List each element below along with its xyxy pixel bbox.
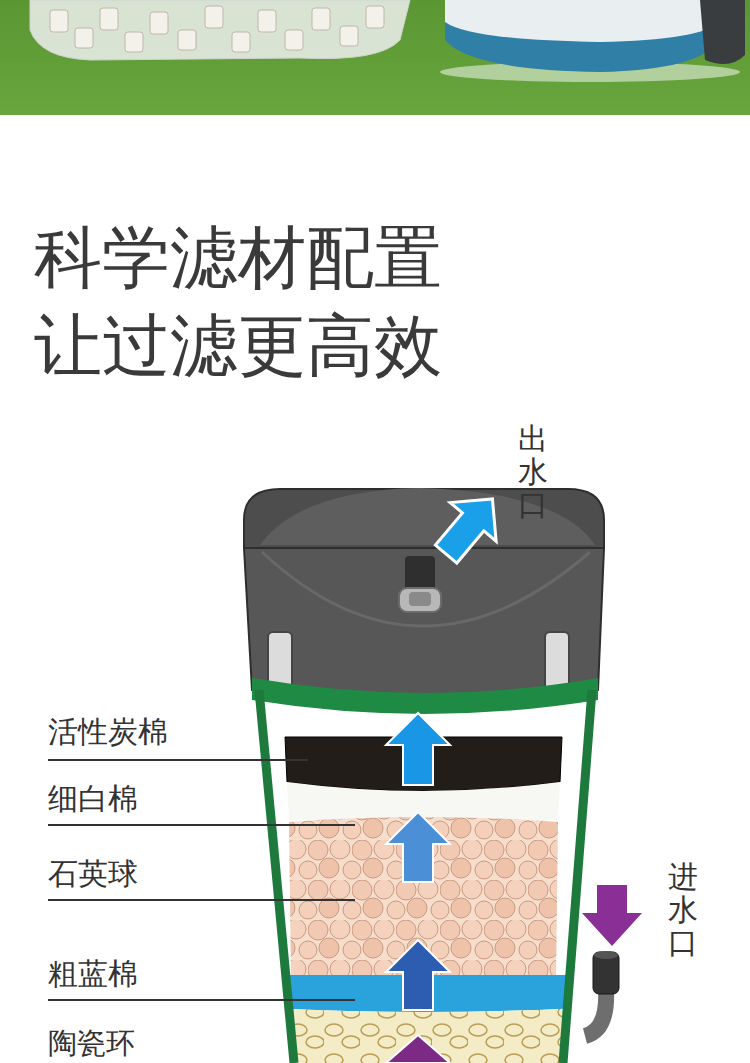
outlet-label: 出水口: [518, 422, 548, 521]
layer-label: 细白棉: [48, 781, 138, 817]
layer-label: 活性炭棉: [48, 714, 168, 750]
page-title: 科学滤材配置 让过滤更高效: [34, 214, 484, 390]
layer-label: 石英球: [48, 856, 138, 892]
layer-label: 陶瓷环: [48, 1026, 135, 1061]
inlet-label: 进水口: [668, 860, 698, 959]
layer-label: 粗蓝棉: [48, 956, 138, 992]
